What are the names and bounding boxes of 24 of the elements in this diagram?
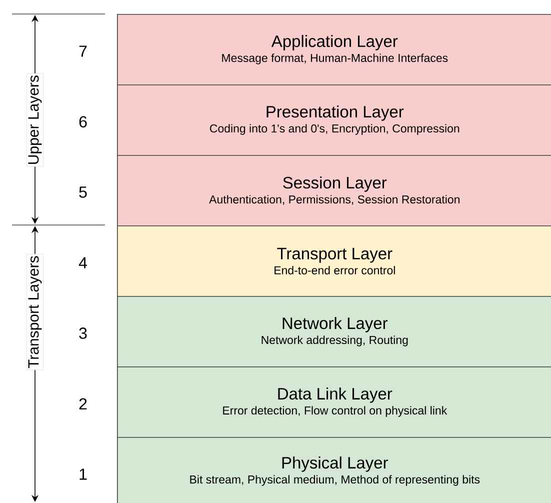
- bracket-label: Transport Layers: [26, 254, 44, 370]
- layer-number: 7: [79, 46, 87, 57]
- layer-number: 6: [79, 116, 87, 128]
- node-label: Message format, Human-Machine Interfaces: [222, 54, 448, 64]
- layer-box: Session Layer Authentication, Permissions, Session Restoration: [117, 155, 551, 226]
- layer-number: 4: [78, 257, 87, 268]
- node-label: Coding into 1's and 0's, Encryption, Compression: [210, 124, 460, 135]
- layer-box: Transport Layer End-to-end error control: [117, 226, 551, 297]
- layer-box: Network Layer Network addressing, Routing: [117, 296, 551, 368]
- node-label: Network Layer: [282, 316, 388, 332]
- layer-box: Presentation Layer Coding into 1's and 0's, Encryption, Compression: [117, 84, 551, 156]
- layer-number: 2: [79, 398, 87, 410]
- node-label: Error detection, Flow control on physical link: [223, 406, 448, 417]
- layer-box: Application Layer Message format, Human-Machine Interfaces: [117, 14, 551, 86]
- layer-number: 5: [79, 186, 87, 198]
- layer-number: 1: [80, 468, 87, 480]
- layer-number: 3: [79, 328, 87, 339]
- node-label: Data Link Layer: [278, 387, 392, 403]
- node-label: Network addressing, Routing: [262, 336, 408, 346]
- layer-box: Data Link Layer Error detection, Flow control on physical link: [117, 366, 551, 438]
- node-label: Presentation Layer: [266, 105, 404, 121]
- layer-box: Physical Layer Bit stream, Physical medium, Method of representing bits: [117, 437, 551, 503]
- node-label: Application Layer: [271, 34, 398, 50]
- bracket-label: Upper Layers: [26, 73, 44, 167]
